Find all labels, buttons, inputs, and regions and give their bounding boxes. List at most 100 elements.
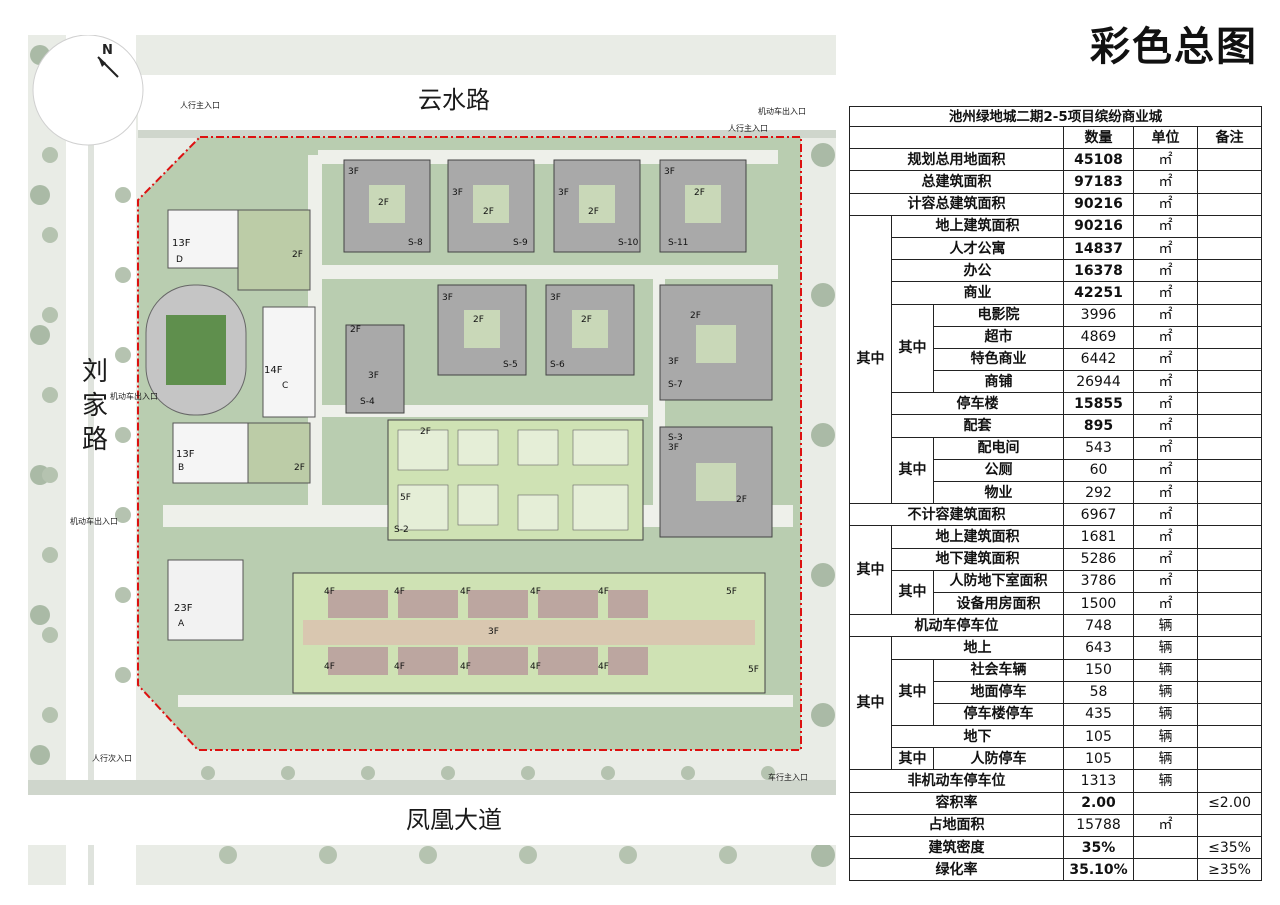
bldg-s9-floors2: 2F bbox=[483, 207, 494, 217]
bldg-s8-code: S-8 bbox=[408, 238, 423, 248]
table-title-row: 池州绿地城二期2-5项目缤纷商业城 bbox=[848, 106, 1263, 127]
table-row: 其中 配电间 543 ㎡ bbox=[850, 436, 1263, 505]
road-west-char-1: 刘 bbox=[81, 357, 108, 387]
table-row: 规划总用地面积 45108 ㎡ bbox=[849, 148, 1263, 172]
road-south-name: 凤凰大道 bbox=[406, 806, 502, 834]
bldg-s6-code: S-6 bbox=[550, 360, 565, 370]
table-row: 特色商业 6442 ㎡ bbox=[850, 347, 1263, 372]
bldg-s5-floors: 3F bbox=[442, 293, 453, 303]
table-row: 其中 地上 643 辆 bbox=[849, 636, 1263, 771]
group-label-3: 其中 bbox=[849, 636, 892, 771]
building-s4 bbox=[345, 324, 405, 414]
mall-label-6: 5F bbox=[726, 587, 737, 597]
group-label-1a: 其中 bbox=[891, 303, 934, 394]
bldg-s2-floors2: 2F bbox=[420, 427, 431, 437]
bldg-s7-floors: 2F bbox=[690, 311, 701, 321]
table-row: 停车楼停车 435 辆 bbox=[850, 702, 1263, 727]
bldg-a-code: A bbox=[178, 619, 185, 629]
north-sidewalk bbox=[138, 130, 836, 138]
mall-label-2: 4F bbox=[394, 587, 405, 597]
table-row: 其中 电影院 3996 ㎡ bbox=[850, 303, 1263, 394]
site-plan: N 云水路 刘 家 路 凤凰大道 人行主入口 人行主入口 机动车出入口 机动车出… bbox=[28, 34, 836, 885]
west-median bbox=[88, 35, 94, 885]
bldg-s3-code: S-3 bbox=[668, 433, 683, 443]
entrance-veh-ne: 机动车出入口 bbox=[758, 107, 806, 116]
bldg-s5-floors2: 2F bbox=[473, 315, 484, 325]
buildings-north-row bbox=[343, 159, 747, 253]
mall-label-12: 4F bbox=[598, 662, 609, 672]
table-header-row: 数量 单位 备注 bbox=[849, 125, 1263, 150]
table-row: 机动车停车位 748 辆 bbox=[849, 614, 1263, 638]
mall-label-11: 4F bbox=[530, 662, 541, 672]
table-row: 地下 105 辆 bbox=[850, 725, 1263, 749]
economic-indicator-table: 池州绿地城二期2-5项目缤纷商业城 数量 单位 备注 规划总用地面积 45108… bbox=[848, 106, 1263, 882]
bldg-d-code: D bbox=[176, 255, 183, 265]
bldg-b-code: B bbox=[178, 463, 185, 473]
header-note: 备注 bbox=[1196, 125, 1263, 150]
mall-label-1: 4F bbox=[324, 587, 335, 597]
table-row: 商铺 26944 ㎡ bbox=[850, 370, 1263, 394]
table-row: 绿化率 35.10% ≥35% bbox=[849, 858, 1263, 882]
table-row: 占地面积 15788 ㎡ bbox=[849, 813, 1263, 838]
podium-d bbox=[237, 209, 311, 291]
group-label-2: 其中 bbox=[849, 525, 892, 616]
bldg-s6-floors2: 2F bbox=[581, 315, 592, 325]
entrance-veh-w2: 机动车出入口 bbox=[70, 517, 118, 526]
bldg-c-code: C bbox=[282, 381, 289, 391]
bldg-s2-floors: 5F bbox=[400, 493, 411, 503]
bldg-s4-floors2: 3F bbox=[368, 371, 379, 381]
table-row: 停车楼 15855 ㎡ bbox=[850, 392, 1263, 416]
bldg-s3-floors: 3F bbox=[668, 443, 679, 453]
table-row: 商业 42251 ㎡ bbox=[850, 281, 1263, 305]
mall-label-9: 4F bbox=[394, 662, 405, 672]
south-sidewalk bbox=[28, 780, 836, 795]
group-label-1b: 其中 bbox=[891, 436, 934, 505]
entrance-ped-main-nw: 人行主入口 bbox=[180, 101, 220, 110]
bldg-s9-code: S-9 bbox=[513, 238, 528, 248]
table-row: 地面停车 58 辆 bbox=[850, 680, 1263, 704]
tower-b bbox=[172, 422, 249, 484]
bldg-b-floors: 13F bbox=[176, 449, 195, 460]
table-row: 其中 地上建筑面积 1681 ㎡ bbox=[849, 525, 1263, 616]
table-row: 其中 人防停车 105 辆 bbox=[850, 747, 1263, 771]
bldg-d-floors: 13F bbox=[172, 238, 191, 249]
entrance-veh-w1: 机动车出入口 bbox=[110, 392, 158, 401]
bldg-s2-code: S-2 bbox=[394, 525, 409, 535]
bldg-s7-code: S-7 bbox=[668, 380, 683, 390]
mall-label-3: 4F bbox=[460, 587, 471, 597]
bldg-s4-floors: 2F bbox=[350, 325, 361, 335]
road-west-name: 刘 家 路 bbox=[80, 355, 110, 457]
bldg-s9-floors: 3F bbox=[452, 188, 463, 198]
site-plan-drawing bbox=[28, 34, 836, 885]
bldg-s5-code: S-5 bbox=[503, 360, 518, 370]
sports-field bbox=[166, 315, 226, 385]
south-road bbox=[28, 795, 836, 845]
bldg-s7-floors2: 3F bbox=[668, 357, 679, 367]
mall-label-7: 3F bbox=[488, 627, 499, 637]
bldg-b-floors2: 2F bbox=[294, 463, 305, 473]
page-title: 彩色总图 bbox=[1090, 24, 1258, 70]
bldg-s8-floors2: 2F bbox=[378, 198, 389, 208]
entrance-veh-main-se: 车行主入口 bbox=[768, 773, 808, 782]
bldg-s11-floors2: 2F bbox=[694, 188, 705, 198]
bldg-s3-floors2: 2F bbox=[736, 495, 747, 505]
tower-d bbox=[167, 209, 239, 269]
table-row: 建筑密度 35% ≤35% bbox=[849, 835, 1263, 860]
podium-b bbox=[247, 422, 311, 484]
bldg-c-floors: 14F bbox=[264, 365, 283, 376]
bldg-d-floors2: 2F bbox=[292, 250, 303, 260]
table-row: 配套 895 ㎡ bbox=[850, 414, 1263, 438]
table-row: 物业 292 ㎡ bbox=[850, 480, 1263, 505]
west-road bbox=[66, 35, 136, 885]
north-road bbox=[138, 75, 836, 130]
table-row: 公厕 60 ㎡ bbox=[850, 458, 1263, 483]
west-tree-row bbox=[42, 147, 131, 723]
road-west-char-2: 家 bbox=[81, 391, 108, 421]
table-row: 不计容建筑面积 6967 ㎡ bbox=[849, 503, 1263, 527]
bldg-s8-floors: 3F bbox=[348, 167, 359, 177]
south-tree-row bbox=[201, 766, 775, 864]
mall-label-8: 4F bbox=[324, 662, 335, 672]
table-row: 总建筑面积 97183 ㎡ bbox=[849, 170, 1263, 194]
mall-street bbox=[303, 620, 755, 645]
bldg-s4-code: S-4 bbox=[360, 397, 375, 407]
